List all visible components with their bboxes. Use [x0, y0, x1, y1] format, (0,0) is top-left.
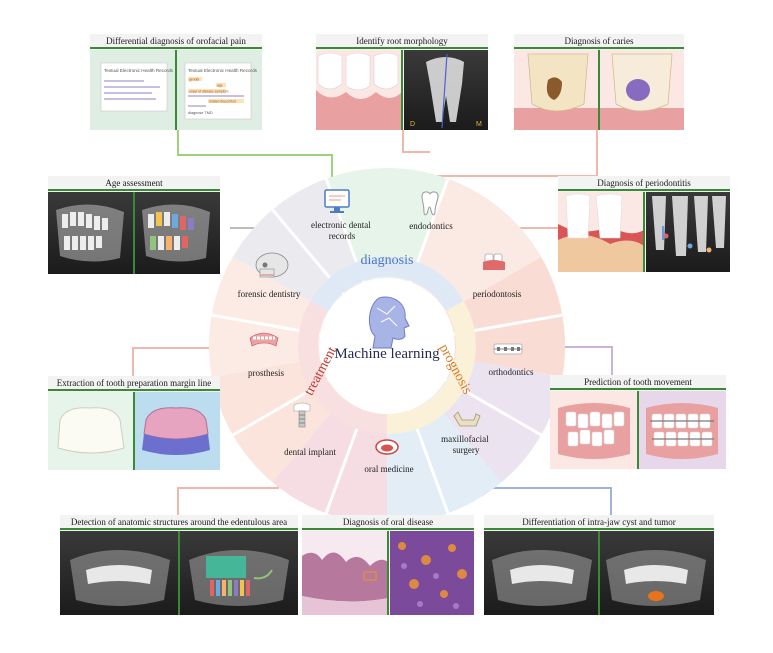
- center-title: Machine learning: [334, 346, 440, 362]
- ehr-doc-left-title: Textual Electronic Health Records: [104, 68, 174, 73]
- card-title-edentulous: Detection of anatomic structures around …: [71, 517, 287, 527]
- mouth-icon: [375, 439, 399, 455]
- gum-tooth-icon: [483, 253, 505, 270]
- ehr-doc-right-title: Textual Electronic Health Records: [188, 68, 258, 73]
- card-title-age: Age assessment: [105, 178, 163, 188]
- card-title-oral-disease: Diagnosis of oral disease: [343, 517, 433, 527]
- segment-label-edr: electronic dental records: [311, 220, 373, 241]
- segment-label-maxillofacial: maxillofacial surgery: [441, 434, 491, 455]
- segment-label-prosthesis: prosthesis: [248, 368, 284, 378]
- wheel: Machine learning diagnosis prognosis tre…: [208, 167, 566, 525]
- card-title-root-morphology: Identify root morphology: [356, 36, 448, 46]
- card-caries: Diagnosis of caries: [514, 34, 684, 130]
- connector-orofacial: [177, 118, 333, 188]
- root-marker-d: D: [410, 121, 415, 128]
- ehr-tag-age: age: [217, 84, 223, 88]
- inner-ring-diagnosis: [310, 256, 464, 311]
- segment-label-edr-line2: records: [329, 231, 356, 241]
- segment-label-dental-implant: dental implant: [284, 447, 336, 457]
- ring-label-diagnosis: diagnosis: [361, 253, 414, 268]
- skull-icon: [255, 252, 289, 278]
- head-icon: [369, 296, 410, 349]
- card-age-assessment: Age assessment: [48, 176, 220, 274]
- segment-label-forensic: forensic dentistry: [238, 289, 301, 299]
- connector-root-caries: [402, 130, 430, 153]
- card-title-tooth-movement: Prediction of tooth movement: [584, 377, 692, 387]
- segment-label-edr-line1: electronic dental: [311, 220, 371, 230]
- card-periodontitis: Diagnosis of periodontitis: [558, 176, 730, 272]
- segment-label-endodontics: endodontics: [409, 221, 453, 231]
- connector-margin: [132, 347, 246, 378]
- denture-icon: [249, 332, 279, 347]
- card-margin-line: Extraction of tooth preparation margin l…: [48, 376, 220, 470]
- inner-ring-prognosis: [387, 301, 476, 435]
- tooth-icon: [421, 191, 439, 216]
- card-cyst-tumor: Differentiation of intra-jaw cyst and tu…: [484, 515, 714, 615]
- card-title-caries: Diagnosis of caries: [565, 36, 634, 46]
- card-tooth-movement: Prediction of tooth movement: [550, 375, 726, 469]
- card-edentulous: Detection of anatomic structures around …: [60, 515, 298, 615]
- card-title-margin-line: Extraction of tooth preparation margin l…: [57, 378, 212, 388]
- ehr-tag-onset: onset of disease symptom: [189, 90, 229, 94]
- jawbone-icon: [453, 411, 481, 427]
- card-title-orofacial-pain: Differential diagnosis of orofacial pain: [106, 36, 246, 46]
- segment-label-orthodontics: orthodontics: [489, 367, 534, 377]
- ehr-tag-gender: gender: [189, 78, 200, 82]
- braces-icon: [493, 343, 523, 355]
- card-oral-disease: Diagnosis of oral disease: [302, 515, 474, 615]
- card-title-periodontitis: Diagnosis of periodontitis: [597, 178, 691, 188]
- segment-label-oral-medicine: oral medicine: [364, 464, 413, 474]
- card-root-morphology: Identify root morphology D M: [316, 34, 488, 130]
- card-title-cyst-tumor: Differentiation of intra-jaw cyst and tu…: [522, 517, 676, 527]
- segment-label-periodontosis: periodontosis: [473, 289, 522, 299]
- card-orofacial-pain: Differential diagnosis of orofacial pain…: [90, 34, 262, 130]
- segment-label-maxillofacial-line1: maxillofacial: [441, 434, 489, 444]
- implant-icon: [293, 402, 311, 428]
- segment-label-maxillofacial-line2: surgery: [453, 445, 480, 455]
- root-marker-m: M: [476, 121, 482, 128]
- monitor-icon: [324, 189, 350, 213]
- ehr-tag-discomfort: related discomfort: [209, 100, 236, 104]
- inner-ring-treatment: [298, 301, 387, 435]
- ehr-footer: diagnose TMD: [188, 111, 213, 115]
